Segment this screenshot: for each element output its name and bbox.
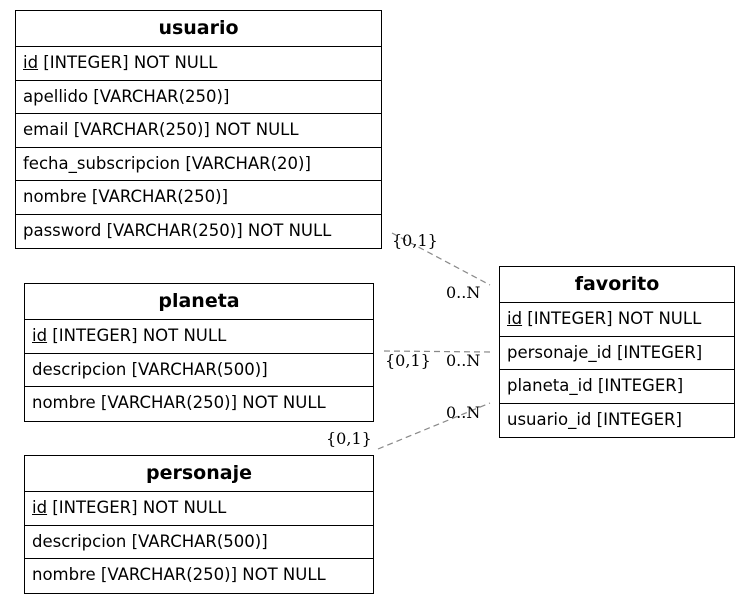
column-label: nombre [VARCHAR(250)] NOT NULL [32, 565, 326, 584]
table-usuario[interactable]: usuario id [INTEGER] NOT NULL apellido [… [15, 10, 382, 249]
column-label: usuario_id [INTEGER] [507, 409, 682, 429]
column-label: nombre [VARCHAR(250)] [23, 187, 229, 206]
table-row: email [VARCHAR(250)] NOT NULL [16, 114, 381, 148]
table-row: apellido [VARCHAR(250)] [16, 81, 381, 114]
table-title: usuario [16, 11, 381, 47]
table-row: fecha_subscripcion [VARCHAR(20)] [16, 148, 381, 181]
column-label: personaje_id [INTEGER] [507, 342, 703, 362]
table-row: descripcion [VARCHAR(500)] [25, 354, 373, 387]
column-label: descripcion [VARCHAR(500)] [32, 531, 268, 551]
planeta-favorito-link [383, 350, 491, 353]
table-favorito[interactable]: favorito id [INTEGER] NOT NULL personaje… [499, 266, 735, 438]
column-label: fecha_subscripcion [VARCHAR(20)] [23, 153, 311, 173]
table-row: nombre [VARCHAR(250)] [16, 181, 381, 215]
personaje-favorito-link [377, 402, 491, 450]
personaje-favorito-to-card: 0..N [446, 403, 480, 422]
table-row: usuario_id [INTEGER] [500, 404, 734, 438]
table-title: personaje [25, 456, 373, 492]
pk-label: id [32, 498, 48, 517]
table-row: personaje_id [INTEGER] [500, 337, 734, 370]
column-label: [INTEGER] NOT NULL [38, 53, 218, 72]
usuario-favorito-to-card: 0..N [446, 283, 480, 302]
table-row: id [INTEGER] NOT NULL [16, 47, 381, 81]
table-row: nombre [VARCHAR(250)] NOT NULL [25, 387, 373, 421]
column-label: descripcion [VARCHAR(500)] [32, 359, 268, 379]
table-planeta[interactable]: planeta id [INTEGER] NOT NULL descripcio… [24, 283, 374, 422]
personaje-favorito-from-card: {0,1} [326, 429, 372, 448]
table-personaje[interactable]: personaje id [INTEGER] NOT NULL descripc… [24, 455, 374, 594]
pk-label: id [507, 309, 523, 328]
table-row: planeta_id [INTEGER] [500, 370, 734, 404]
pk-label: id [23, 53, 39, 72]
column-label: planeta_id [INTEGER] [507, 376, 684, 395]
planeta-favorito-to-card: 0..N [446, 351, 480, 370]
column-label: [INTEGER] NOT NULL [522, 309, 702, 328]
column-label: nombre [VARCHAR(250)] NOT NULL [32, 393, 326, 412]
usuario-favorito-from-card: {0,1} [392, 231, 438, 250]
table-row: nombre [VARCHAR(250)] NOT NULL [25, 559, 373, 593]
table-row: id [INTEGER] NOT NULL [25, 320, 373, 354]
column-label: [INTEGER] NOT NULL [47, 498, 227, 517]
column-label: apellido [VARCHAR(250)] [23, 86, 230, 106]
column-label: email [VARCHAR(250)] NOT NULL [23, 120, 299, 139]
planeta-favorito-from-card: {0,1} [385, 351, 431, 370]
usuario-favorito-link [391, 232, 491, 286]
table-title: favorito [500, 267, 734, 303]
column-label: [INTEGER] NOT NULL [47, 326, 227, 345]
table-row: id [INTEGER] NOT NULL [25, 492, 373, 526]
column-label: password [VARCHAR(250)] NOT NULL [23, 220, 332, 240]
pk-label: id [32, 326, 48, 345]
table-title: planeta [25, 284, 373, 320]
table-row: password [VARCHAR(250)] NOT NULL [16, 215, 381, 249]
table-row: descripcion [VARCHAR(500)] [25, 526, 373, 559]
table-row: id [INTEGER] NOT NULL [500, 303, 734, 337]
